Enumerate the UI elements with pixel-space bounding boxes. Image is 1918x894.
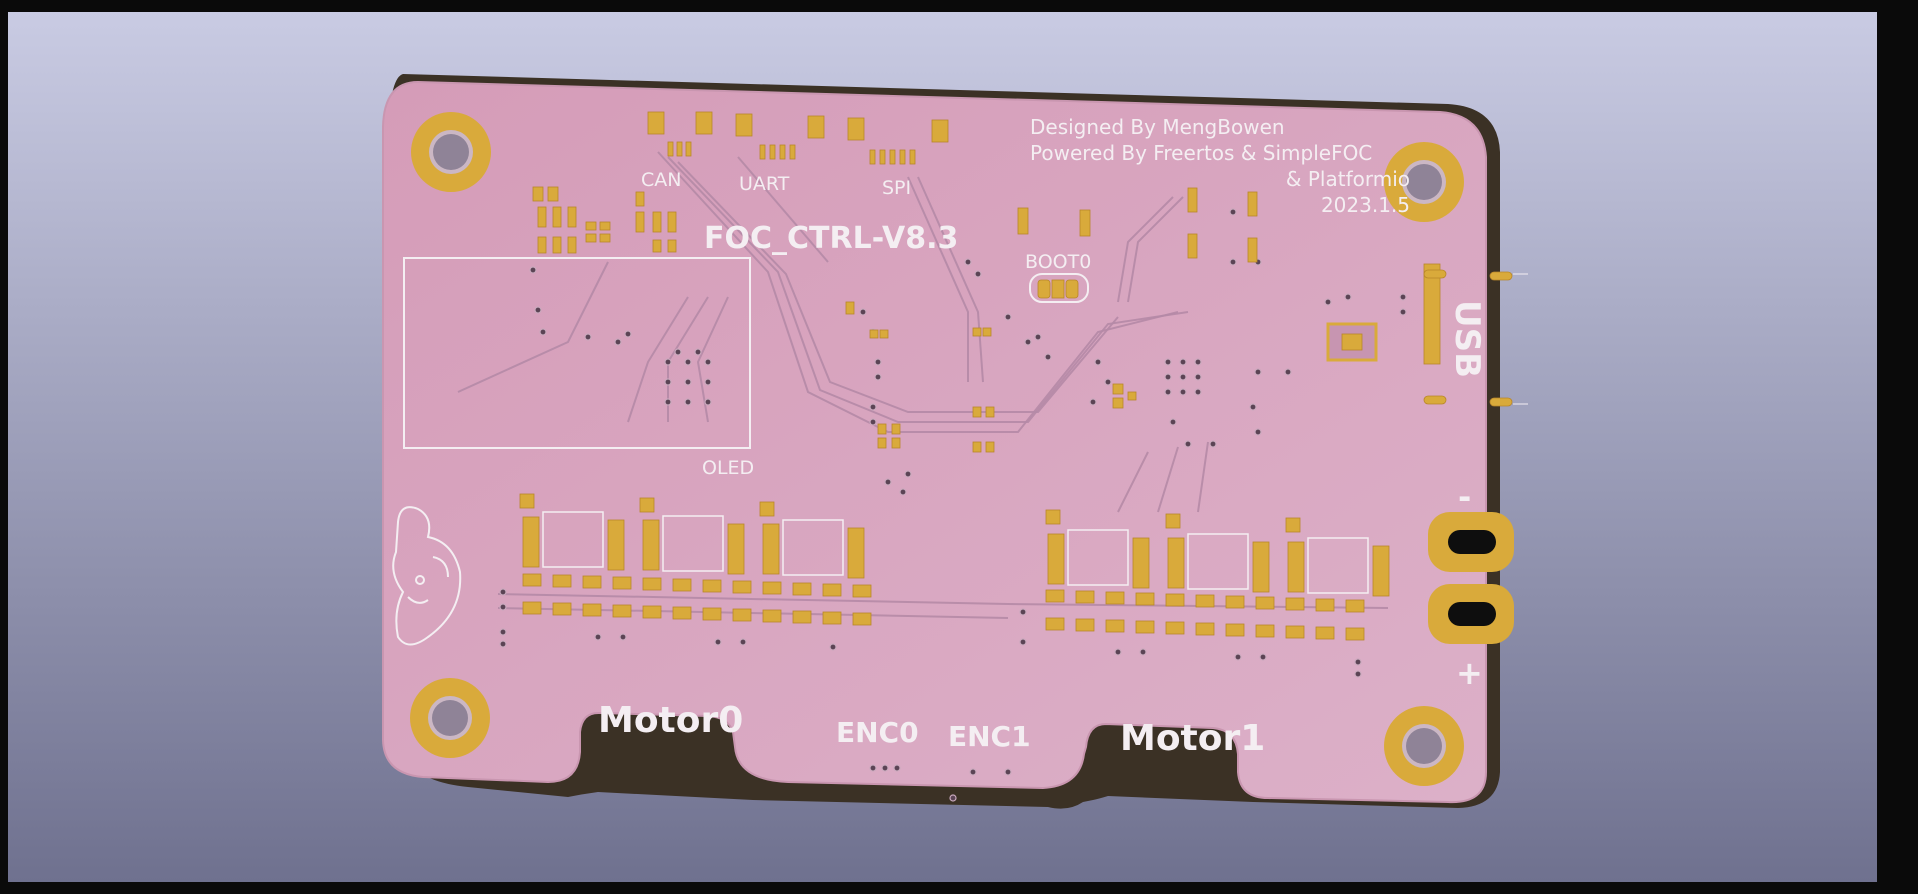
boot0-label: BOOT0 [1025, 251, 1091, 273]
power-terminal [1428, 512, 1514, 644]
spi-connector [847, 117, 949, 165]
smd-components-top-right [845, 187, 1258, 453]
motor0-label: Motor0 [598, 700, 743, 741]
copper-traces [457, 151, 1389, 619]
3d-viewer-canvas[interactable]: Designed By MengBowen Powered By Freerto… [8, 12, 1877, 882]
can-label: CAN [641, 169, 681, 191]
plus-label: + [1456, 654, 1483, 692]
spi-label: SPI [882, 177, 911, 199]
mounting-hole-bottom-right [1384, 706, 1464, 786]
motor1-label: Motor1 [1120, 718, 1265, 759]
pcb-render: Designed By MengBowen Powered By Freerto… [8, 12, 1877, 882]
cartoon-logo [392, 506, 462, 646]
board [382, 80, 1487, 804]
motor0-driver [519, 493, 872, 626]
mounting-hole-bottom-left [410, 678, 490, 758]
usb-controller-chip [1326, 322, 1378, 362]
oled-outline [403, 257, 751, 449]
enc0-label: ENC0 [836, 716, 919, 749]
uart-label: UART [739, 173, 790, 195]
smd-components-top-left [532, 186, 677, 254]
can-connector [647, 111, 713, 157]
credits-line-1: Designed By MengBowen [1030, 115, 1285, 139]
enc1-label: ENC1 [948, 720, 1031, 753]
minus-label: - [1458, 478, 1471, 516]
usb-label: USB [1447, 300, 1487, 378]
mounting-hole-top-left [411, 112, 491, 192]
motor1-driver [1045, 509, 1390, 641]
usb-connector [1423, 263, 1528, 407]
uart-connector [735, 113, 825, 160]
oled-label: OLED [702, 457, 754, 479]
vias [499, 208, 1407, 802]
boot0-jumper [1017, 207, 1091, 303]
credits-line-2: Powered By Freertos & SimpleFOC [1030, 141, 1372, 165]
credits-line-4: 2023.1.5 [1321, 193, 1410, 217]
mounting-hole-top-right [1384, 142, 1464, 222]
credits-line-3: & Platformio [1286, 167, 1410, 191]
board-title: FOC_CTRL-V8.3 [704, 221, 958, 256]
